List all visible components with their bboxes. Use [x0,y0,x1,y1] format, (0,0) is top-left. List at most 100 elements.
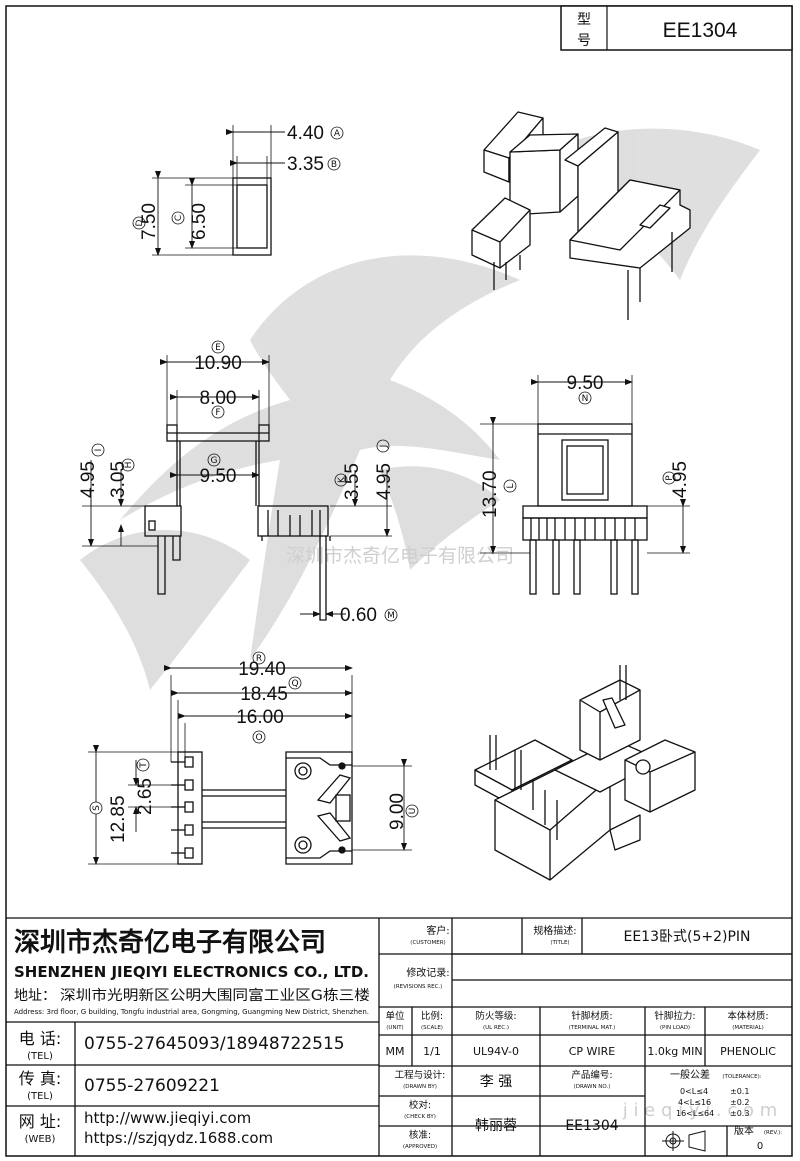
dim-j-mark: J [379,445,389,449]
tel-value: 0755-27645093/18948722515 [84,1034,345,1054]
sheet-border [5,5,793,1157]
title-label-cn: 规格描述: [533,924,576,937]
title-label-en: (TITLE) [550,940,569,946]
dim-c-circle [171,211,185,225]
dim-o-circle [252,730,266,744]
tolerance-label-cn: 一般公差 [670,1068,710,1081]
scale-label-cn: 比例: [421,1010,443,1022]
dim-n-value: 9.50 [567,373,604,394]
drawn-no-value: EE1304 [565,1118,618,1134]
material-label-en: (MATERIAL) [732,1025,763,1031]
dim-g-value: 9.50 [200,466,237,487]
dim-s-circle [89,801,103,815]
pinload-label-en: (PIN LOAD) [660,1025,690,1031]
dim-m-mark: M [387,611,395,621]
dim-t-circle [136,758,150,772]
customer-label-cn: 客户: [426,924,449,937]
model-label-1: 型 [577,12,591,28]
fax-value: 0755-27609221 [84,1076,220,1096]
model-value: EE1304 [663,19,738,42]
pinload-value: 1.0kg MIN [647,1045,702,1058]
unit-label-en: (UNIT) [386,1025,403,1031]
dim-l-circle [503,479,517,493]
rev-label-cn: 版本 [734,1124,754,1137]
drawn-value: 李 强 [480,1074,512,1090]
dim-e-circle [211,340,225,354]
rev-label-en: (REV.): [764,1130,782,1136]
dim-e-value: 10.90 [194,353,242,374]
drawn-label-cn: 工程与设计: [395,1069,446,1081]
address-label: 地址： [14,988,56,1004]
dim-t-mark: T [139,762,149,769]
model-label-2: 号 [577,33,591,49]
dim-r-circle [252,651,266,665]
tol-value-3: ±0.3 [730,1109,749,1118]
dim-a-value: 4.40 [287,123,324,144]
dim-a-circle [330,126,344,140]
revisions-label-en: (REVISIONS REC.) [394,984,443,990]
dim-d-mark: D [135,219,145,226]
dim-h-mark: H [124,462,134,469]
dim-p-mark: P [665,475,675,481]
dim-g-circle [207,453,221,467]
drawn-no-label-cn: 产品编号: [571,1069,612,1081]
dim-s-value: 12.85 [108,795,129,843]
watermark-text: 深圳市杰奇亿电子有限公司 [286,545,514,567]
dim-b-circle [327,157,341,171]
address-cn: 深圳市光明新区公明大围同富工业区G栋三楼 [60,987,370,1004]
dim-d-circle [132,216,146,230]
dim-q-mark: Q [291,679,298,689]
address-en: Address: 3rd floor, G building, Tongfu i… [14,1008,369,1016]
dim-c-value: 6.50 [189,203,210,240]
model-header: 型 号 EE1304 [560,5,793,51]
web-value-1: http://www.jieqiyi.com [84,1109,251,1127]
terminal-label-cn: 针脚材质: [571,1010,612,1022]
ul-label-en: (UL REC.) [483,1025,509,1031]
ul-label-cn: 防火等级: [475,1010,516,1022]
dim-o-mark: O [255,733,262,743]
company-name-en: SHENZHEN JIEQIYI ELECTRONICS CO., LTD. [14,963,369,981]
terminal-label-en: (TERMINAL MAT.) [569,1025,616,1031]
dim-l-value: 13.70 [480,470,501,518]
dim-n-mark: N [582,394,589,404]
dim-n-circle [578,391,592,405]
dim-p-circle [662,471,676,485]
tol-range-1: 0<L≤4 [680,1087,708,1096]
tel-label-cn: 电 话: [19,1029,61,1048]
scale-value: 1/1 [423,1045,441,1058]
dim-u-mark: U [408,808,418,815]
tol-range-3: 16<L≤64 [676,1109,714,1118]
dim-k-circle [334,473,348,487]
dim-i-value: 4.95 [78,461,99,498]
title-value: EE13卧式(5+2)PIN [623,929,750,945]
material-label-cn: 本体材质: [727,1010,768,1022]
approved-label-cn: 核准: [409,1129,431,1141]
dim-m-value: 0.60 [340,605,377,626]
iso-view-bottom [474,665,696,881]
approved-value: 韩丽蓉 [475,1118,517,1134]
terminal-value: CP WIRE [569,1045,616,1058]
rev-value: 0 [757,1141,763,1152]
dim-j-circle [376,439,390,453]
check-label-en: (CHECK BY) [404,1114,436,1120]
dim-k-mark: K [337,476,347,483]
web-label-en: (WEB) [25,1134,56,1145]
projection-symbol-icon [662,1130,706,1152]
unit-value: MM [386,1045,405,1058]
dim-k-value: 3.55 [342,463,363,500]
title-block [6,917,792,1156]
watermark-url: j i e q i y i . c o m [622,1100,778,1121]
unit-label-cn: 单位 [385,1010,405,1022]
dim-t-value: 2.65 [135,778,156,815]
check-label-cn: 校对: [409,1099,431,1111]
drawn-label-en: (DRAWN BY) [403,1084,437,1090]
dim-j-value: 4.95 [374,463,395,500]
dim-r-value: 19.40 [238,659,286,680]
dim-b-value: 3.35 [287,154,324,175]
iso-view-top [471,111,691,320]
bottom-view [88,665,412,865]
dim-f-value: 8.00 [200,388,237,409]
dim-c-mark: C [174,215,184,221]
web-label-cn: 网 址: [19,1112,61,1131]
approved-label-en: (APPROVED) [403,1144,437,1150]
